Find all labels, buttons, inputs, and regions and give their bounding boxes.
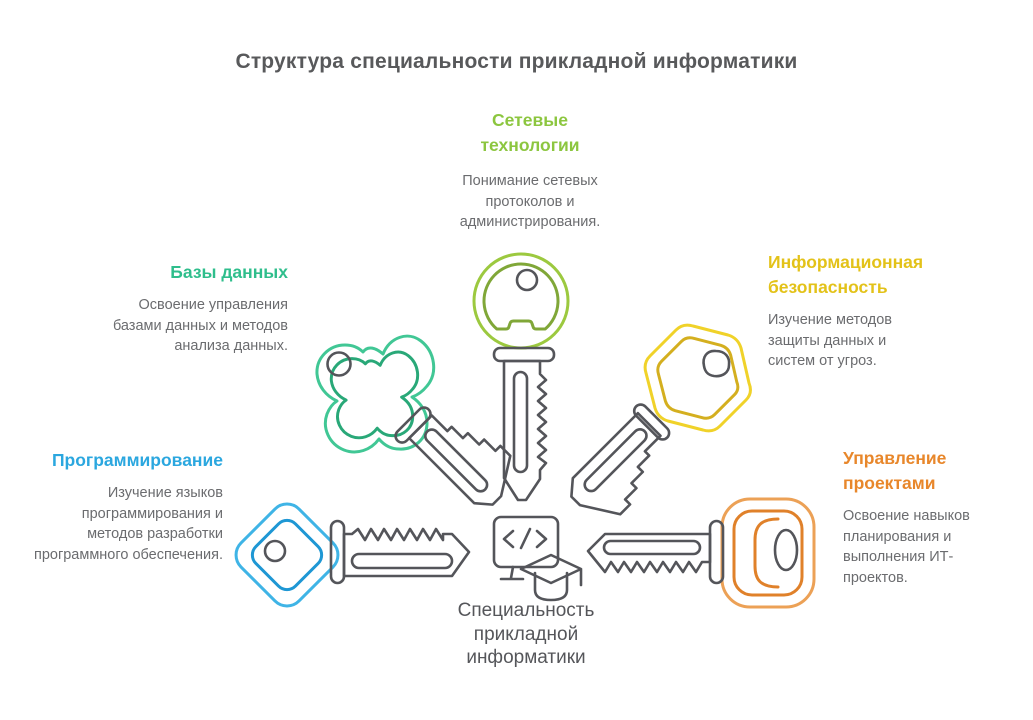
section-network-technologies: Сетевые технологии Понимание сетевых про…: [387, 108, 673, 233]
center-label: Специальность прикладной информатики: [457, 600, 595, 668]
clover-head-key-icon: [315, 334, 512, 506]
code-slash: [519, 527, 532, 550]
orange-key-head-bracket: [753, 517, 780, 589]
green-key-groove: [512, 370, 529, 474]
database-heading: Базы данных: [170, 262, 288, 282]
programming-description: Изучение языков программирования и метод…: [33, 485, 223, 563]
management-heading: Управление проектами: [843, 448, 947, 493]
network-description: Понимание сетевых протоколов и администр…: [459, 173, 601, 230]
teal-key-hole: [326, 351, 352, 377]
yellow-key-blade: [570, 411, 662, 516]
section-databases: Базы данных Освоение управления базами д…: [108, 260, 288, 357]
round-head-key-icon: [472, 252, 570, 502]
blue-key-head-outer: [234, 502, 340, 608]
yellow-key-head-outer: [643, 323, 752, 433]
yellow-key-hole: [702, 349, 731, 378]
code-monitor-icon: [492, 515, 560, 569]
hexagon-head-key-icon: [570, 323, 752, 516]
orange-key-blade: [586, 532, 712, 574]
code-open-bracket: [502, 529, 515, 549]
code-close-bracket: [535, 529, 548, 549]
yellow-key-groove: [583, 427, 648, 493]
orange-key-groove: [602, 539, 702, 556]
cap-body: [533, 571, 569, 602]
monitor-stand: [499, 565, 525, 581]
graduation-cap-icon: [519, 553, 583, 585]
specialty-icon: [492, 515, 583, 602]
blue-key-groove: [350, 552, 454, 570]
security-heading: Информационная безопасность: [768, 252, 924, 297]
network-heading: Сетевые технологии: [480, 110, 580, 155]
diamond-head-key-icon: [234, 502, 471, 608]
section-programming: Программирование Изучение языков програм…: [23, 448, 223, 565]
section-information-security: Информационная безопасность Изучение мет…: [768, 250, 936, 372]
section-project-management: Управление проектами Освоение навыков пл…: [843, 446, 1003, 588]
programming-heading: Программирование: [51, 450, 223, 470]
security-description: Изучение методов защиты данных и систем …: [768, 312, 892, 369]
blue-key-blade: [342, 527, 471, 578]
page-title: Структура специальности прикладной инфор…: [235, 50, 798, 73]
green-key-head-outer: [472, 252, 570, 350]
yellow-key-collar: [632, 403, 671, 441]
orange-key-hole: [773, 528, 799, 572]
management-description: Освоение навыков планирования и выполнен…: [843, 508, 970, 586]
green-key-head-inner: [482, 262, 560, 331]
blue-key-head-inner: [250, 518, 324, 592]
green-key-blade: [502, 359, 548, 502]
database-description: Освоение управления базами данных и мето…: [112, 297, 288, 354]
green-key-collar: [492, 346, 556, 363]
blue-key-hole: [263, 539, 287, 563]
green-key-hole: [515, 268, 539, 292]
teal-key-head-outer: [315, 334, 436, 454]
yellow-key-head-inner: [656, 336, 740, 420]
orange-key-head-outer: [720, 497, 816, 609]
orange-key-head-inner: [732, 509, 804, 597]
teal-key-groove: [423, 428, 489, 493]
teal-key-blade: [407, 414, 512, 506]
square-head-key-icon: [586, 497, 816, 609]
